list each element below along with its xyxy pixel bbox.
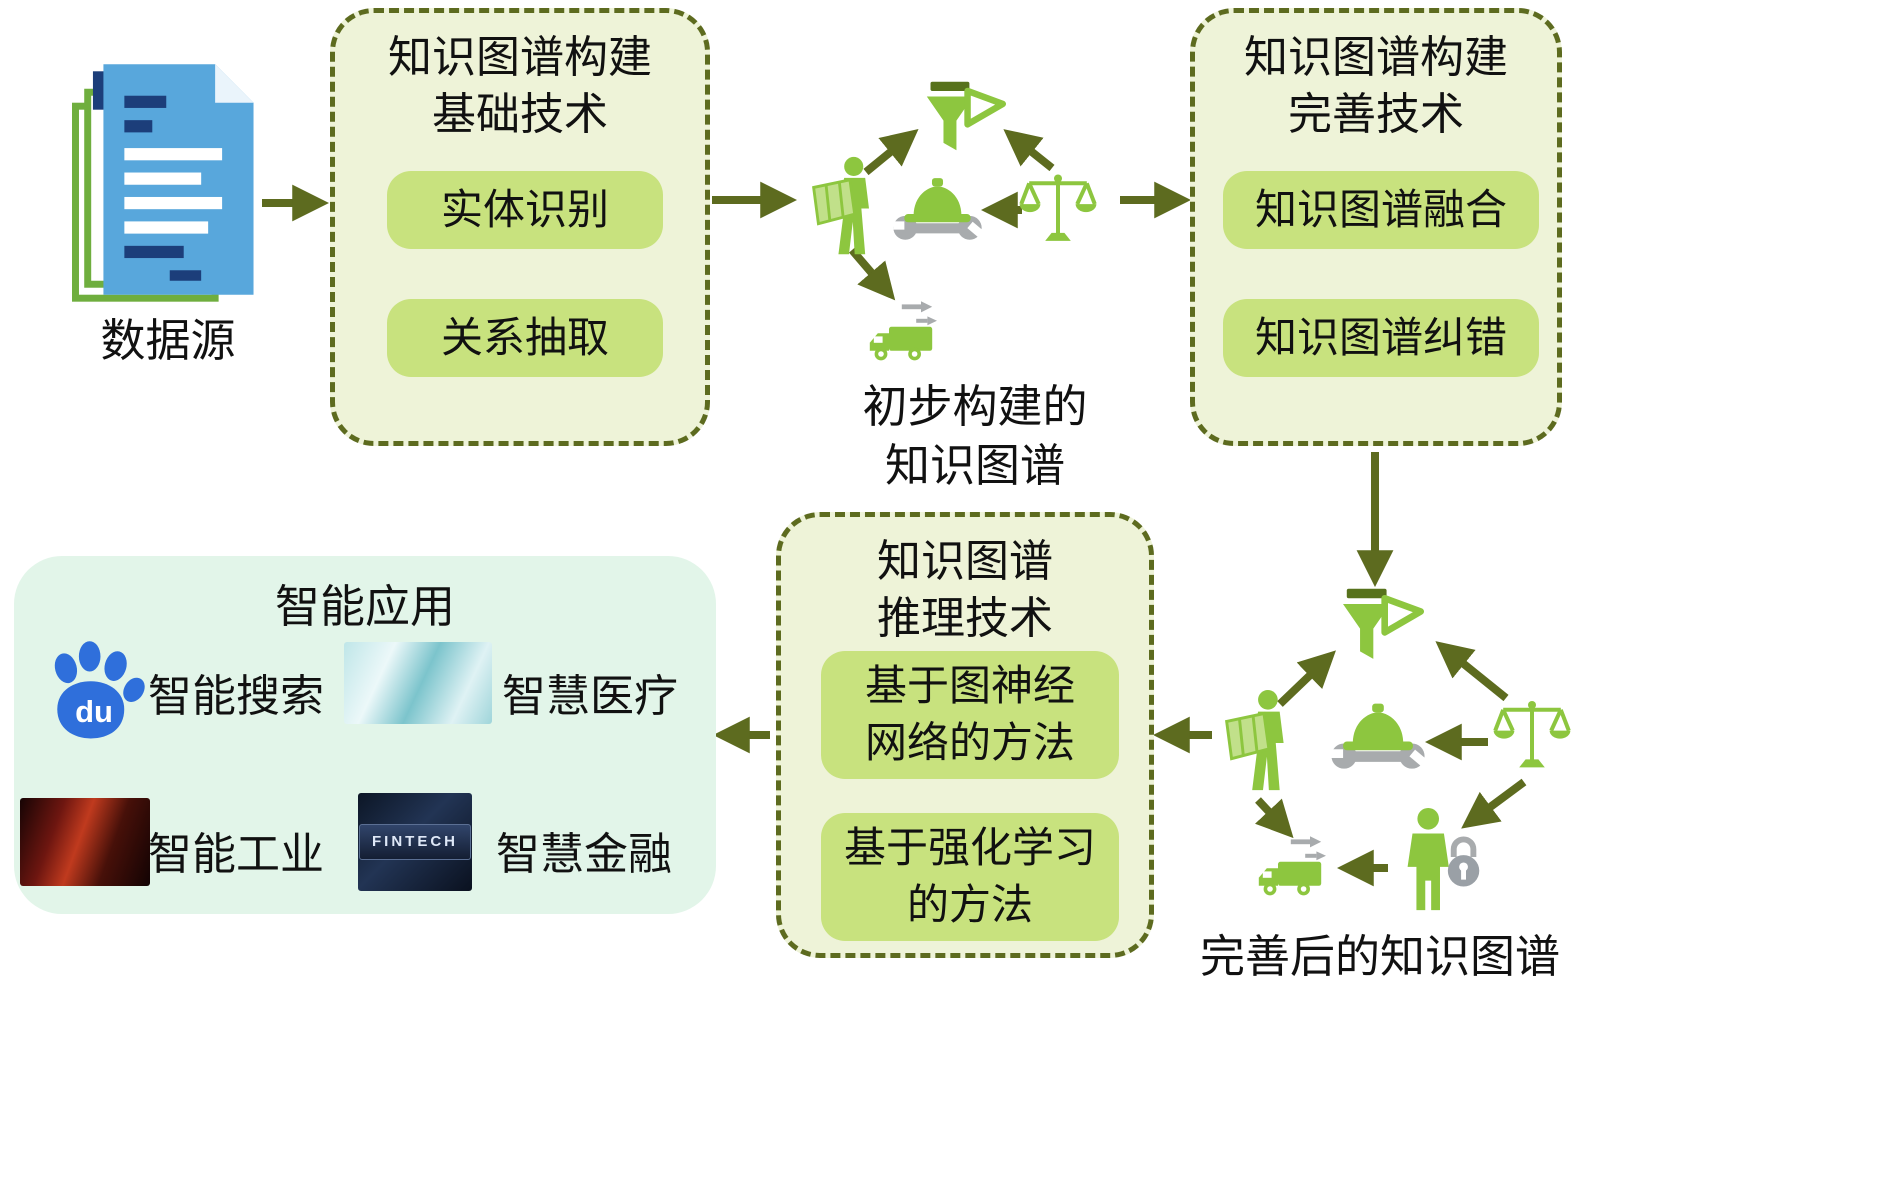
delivery-truck-icon	[860, 298, 950, 370]
kg-basic-tech-box: 知识图谱构建 基础技术 实体识别 关系抽取	[330, 8, 710, 446]
app-smart-finance-label: 智慧金融	[496, 830, 672, 879]
blueprint-reader-icon	[808, 155, 888, 260]
fintech-screen: FINTECH	[359, 824, 471, 860]
kg-refine-tech-box: 知识图谱构建 完善技术 知识图谱融合 知识图谱纠错	[1190, 8, 1562, 446]
industry-photo	[20, 798, 150, 886]
blueprint-reader-icon	[1222, 688, 1302, 796]
fintech-photo: FINTECH	[358, 793, 472, 891]
app-smart-industry-label: 智能工业	[148, 830, 324, 879]
kg-reasoning-tech-box: 知识图谱 推理技术 基于图神经 网络的方法 基于强化学习 的方法	[776, 512, 1154, 958]
hardhat-wrench-icon	[1328, 693, 1428, 790]
baidu-logo-text: du	[75, 694, 113, 729]
delivery-truck-icon	[1248, 833, 1340, 905]
filter-flag-icon	[1328, 585, 1430, 675]
gnn-method-pill: 基于图神经 网络的方法	[821, 651, 1119, 779]
relation-extraction-pill: 关系抽取	[387, 299, 663, 377]
app-smart-healthcare-label: 智慧医疗	[502, 672, 678, 721]
balance-scale-icon	[1492, 693, 1572, 781]
kg-reasoning-tech-title: 知识图谱 推理技术	[877, 537, 1053, 644]
hardhat-wrench-icon	[890, 168, 985, 260]
filter-flag-icon	[912, 78, 1012, 166]
refined-kg-label: 完善后的知识图谱	[1199, 931, 1560, 982]
fintech-text: FINTECH	[372, 833, 458, 850]
kg-basic-tech-title: 知识图谱构建 基础技术	[388, 33, 652, 140]
entity-recognition-pill: 实体识别	[387, 171, 663, 249]
preliminary-kg-label: 初步构建的 知识图谱	[862, 381, 1088, 491]
rl-method-pill: 基于强化学习 的方法	[821, 813, 1119, 941]
app-smart-search-label: 智能搜索	[148, 672, 324, 721]
kg-refine-tech-title: 知识图谱构建 完善技术	[1244, 33, 1508, 140]
healthcare-photo	[344, 642, 492, 724]
security-person-icon	[1392, 806, 1487, 914]
applications-box: 智能应用 du 智能搜索 智慧医疗 智能工业 FINTECH 智慧金融	[14, 556, 716, 914]
applications-title: 智能应用	[274, 581, 455, 632]
document-stack-icon	[72, 52, 264, 314]
data-source-label: 数据源	[100, 315, 236, 366]
kg-fusion-pill: 知识图谱融合	[1223, 171, 1539, 249]
balance-scale-icon	[1018, 168, 1098, 253]
kg-error-correction-pill: 知识图谱纠错	[1223, 299, 1539, 377]
